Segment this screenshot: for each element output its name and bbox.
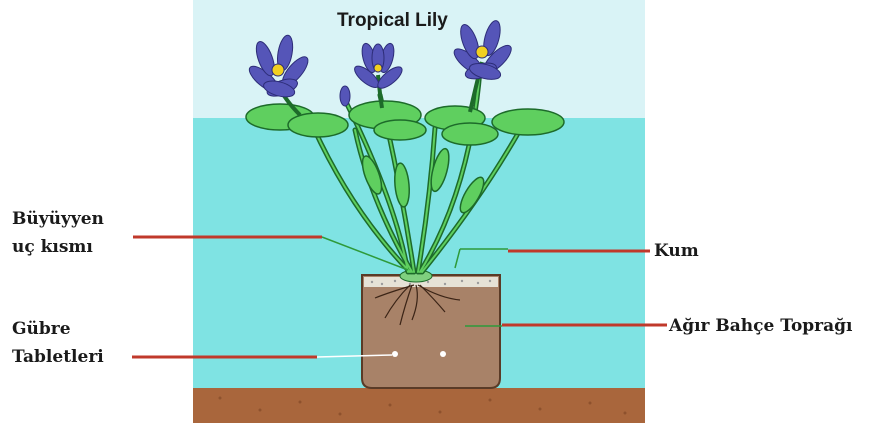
ground-soil — [193, 388, 645, 423]
label-growing-tip-line2: uç kısmı — [12, 236, 93, 258]
label-fertilizer-line1: Gübre — [12, 318, 71, 340]
fertilizer-tablet — [440, 351, 446, 357]
label-sand: Kum — [654, 240, 699, 262]
diagram-title: Tropical Lily — [337, 10, 448, 32]
flower-bud — [340, 86, 350, 106]
fertilizer-tablet — [392, 351, 398, 357]
label-fertilizer-line2: Tabletleri — [12, 346, 104, 368]
label-soil: Ağır Bahçe Toprağı — [669, 315, 852, 337]
label-growing-tip-line1: Büyüyyen — [12, 208, 104, 230]
